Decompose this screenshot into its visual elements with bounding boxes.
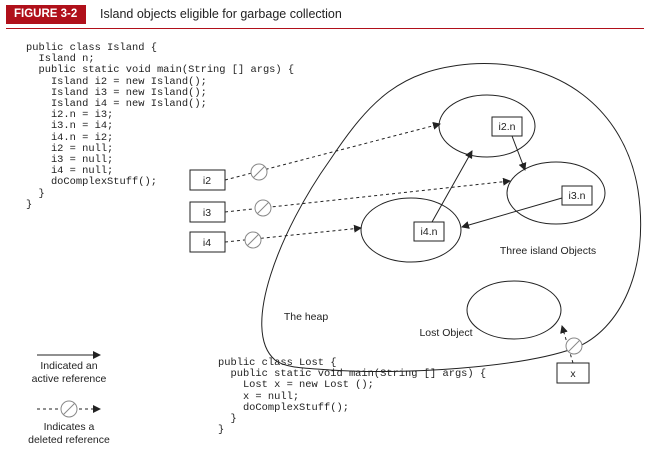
deleted-marker-i4 bbox=[244, 231, 262, 249]
lost-code-line: Lost x = new Lost (); bbox=[218, 379, 374, 392]
island-code-line: } bbox=[26, 198, 33, 211]
field-i2n-label: i2.n bbox=[499, 121, 516, 133]
lost-object-ellipse bbox=[466, 280, 562, 340]
island-code-line: i3 = null; bbox=[26, 154, 114, 167]
ref-i4n-to-i2 bbox=[431, 150, 473, 223]
heap-boundary bbox=[261, 63, 642, 373]
field-i3n-label: i3.n bbox=[569, 190, 586, 202]
legend-deleted-text: Indicates a deleted reference bbox=[28, 421, 110, 446]
island-code-line: } bbox=[26, 187, 45, 200]
island-code-line: i4.n = i2; bbox=[26, 131, 114, 144]
lost-code-line: public static void main(String [] args) … bbox=[218, 368, 487, 381]
island-code-line: Island i2 = new Island(); bbox=[26, 75, 207, 88]
ref-label-i2: i2 bbox=[203, 175, 211, 187]
lost-code-line: doComplexStuff(); bbox=[218, 401, 349, 414]
island-code-line: i4 = null; bbox=[26, 165, 114, 178]
ref-i3n-to-i4 bbox=[461, 197, 563, 229]
island-code-line: i3.n = i4; bbox=[26, 120, 114, 133]
lost-code-line: x = null; bbox=[218, 390, 300, 403]
island-code-line: i2 = null; bbox=[26, 142, 114, 155]
lost-code-line: } bbox=[218, 424, 225, 437]
island-code-block: public class Island { Island n; public s… bbox=[26, 42, 295, 211]
ref-label-i4: i4 bbox=[203, 237, 211, 249]
island-code-line: public class Island { bbox=[26, 42, 157, 54]
heap-label: The heap bbox=[284, 311, 329, 323]
legend-active-text: Indicated an active reference bbox=[31, 360, 107, 385]
title-divider bbox=[6, 28, 644, 29]
legend-deleted-marker bbox=[60, 400, 78, 418]
field-i2n-box bbox=[491, 116, 523, 137]
object-i3-ellipse bbox=[506, 161, 606, 225]
deleted-marker-x bbox=[565, 337, 583, 355]
deleted-ref-i4 bbox=[224, 224, 362, 243]
figure-title: Island objects eligible for garbage coll… bbox=[100, 7, 342, 21]
island-code-line: doComplexStuff(); bbox=[26, 176, 157, 189]
island-code-line: i2.n = i3; bbox=[26, 109, 114, 122]
ref-label-i3: i3 bbox=[203, 207, 211, 219]
lost-code-line: } bbox=[218, 413, 237, 426]
object-i4-ellipse bbox=[360, 197, 462, 263]
field-i4n-box bbox=[413, 221, 445, 242]
island-code-line: Island n; bbox=[26, 53, 95, 66]
deleted-marker-i3 bbox=[254, 199, 272, 217]
field-i4n-label: i4.n bbox=[421, 226, 438, 238]
field-i3n-box bbox=[561, 185, 593, 206]
three-island-label: Three island Objects bbox=[500, 245, 596, 257]
figure-label: FIGURE 3-2 bbox=[6, 5, 86, 24]
island-code-line: Island i3 = new Island(); bbox=[26, 86, 207, 99]
ref-i2n-to-i3 bbox=[511, 135, 527, 171]
lost-code-line: public class Lost { bbox=[218, 357, 337, 369]
ref-label-x: x bbox=[570, 368, 576, 380]
lost-code-block: public class Lost { public static void m… bbox=[218, 357, 487, 437]
deleted-marker-i2 bbox=[250, 163, 268, 181]
lost-object-label: Lost Object bbox=[419, 327, 472, 339]
island-code-line: public static void main(String [] args) … bbox=[26, 64, 295, 77]
island-code-line: Island i4 = new Island(); bbox=[26, 98, 207, 111]
